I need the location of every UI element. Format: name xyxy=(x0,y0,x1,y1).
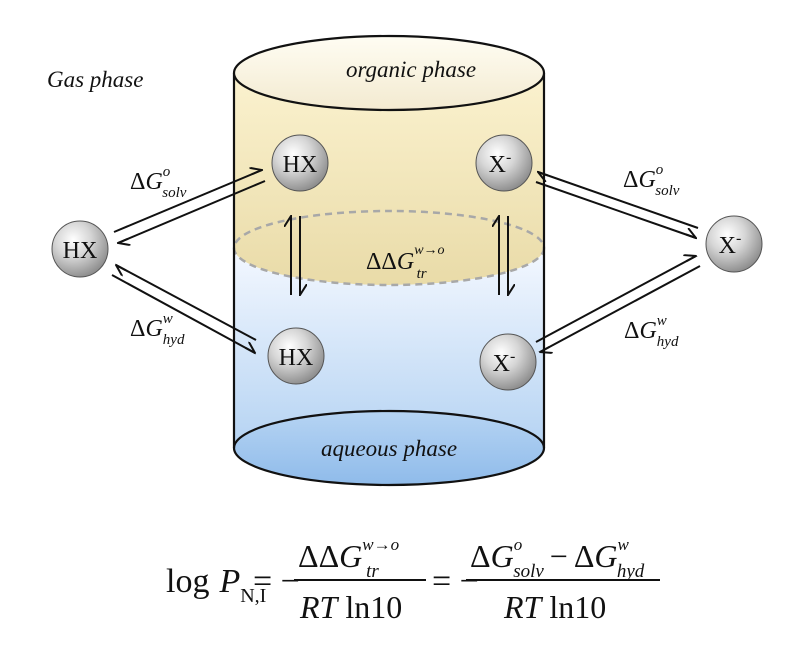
sphere-x-gas: X- xyxy=(705,215,763,273)
species-spheres: HX HX HX X- X- X- xyxy=(51,134,763,391)
sphere-hx-gas-label: HX xyxy=(63,238,98,264)
equilibrium-arrows xyxy=(111,170,701,353)
sphere-x-aqueous-label: X- xyxy=(493,348,516,377)
equation-equals-1: = − xyxy=(253,563,300,600)
arrow-hx-gas-to-organic xyxy=(113,170,262,233)
cylinder-top xyxy=(232,34,546,112)
arrow-hx-organic-to-gas xyxy=(118,180,266,243)
arrow-x-aqueous-to-gas xyxy=(535,256,696,343)
equation-equals-2: = − xyxy=(432,563,479,600)
arrow-x-gas-to-organic xyxy=(538,172,699,229)
arrow-x-organic-to-gas xyxy=(535,181,696,238)
sphere-hx-organic: HX xyxy=(271,134,329,192)
gas-phase-label: Gas phase xyxy=(47,67,143,92)
arrow-hx-aqueous-to-gas xyxy=(116,265,257,341)
sphere-hx-gas: HX xyxy=(51,220,109,278)
organic-phase-label: organic phase xyxy=(346,57,476,82)
sphere-hx-organic-label: HX xyxy=(283,152,318,178)
arrow-x-gas-to-aqueous xyxy=(540,265,701,352)
sphere-hx-aqueous: HX xyxy=(267,327,325,385)
sphere-hx-aqueous-label: HX xyxy=(279,345,314,371)
sphere-x-gas-label: X- xyxy=(719,230,742,259)
sphere-x-organic: X- xyxy=(475,134,533,192)
cylinder xyxy=(232,34,546,487)
arrow-hx-gas-to-aqueous xyxy=(111,274,255,353)
aqueous-phase-label: aqueous phase xyxy=(321,436,457,461)
sphere-x-aqueous: X- xyxy=(479,333,537,391)
organic-phase-body xyxy=(234,73,544,285)
sphere-x-organic-label: X- xyxy=(489,149,512,178)
